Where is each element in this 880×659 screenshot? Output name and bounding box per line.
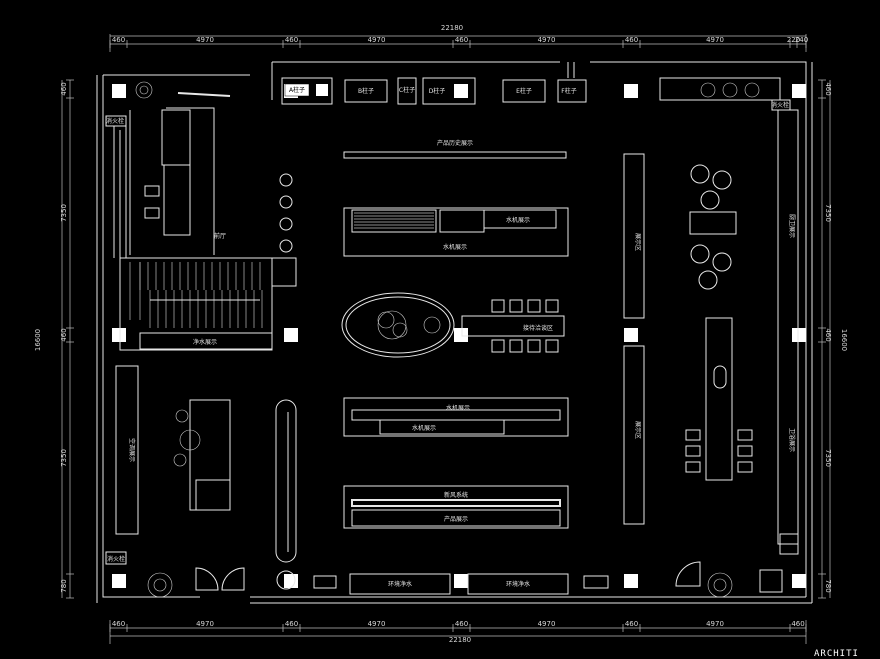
dim-top-seg-4: 460	[455, 36, 468, 44]
dim-bottom-seg-6: 460	[625, 620, 638, 628]
dim-bottom-seg-3: 4970	[368, 620, 386, 628]
dim-top-seg-2: 460	[285, 36, 298, 44]
dim-top-seg-8: 220	[787, 36, 800, 44]
chair-icon	[685, 445, 701, 457]
chair-icon	[685, 461, 701, 473]
bottom-displays: 环境净水 环境净水	[313, 573, 609, 595]
chair-icon	[491, 339, 505, 353]
col-b-label: B柱子	[358, 87, 374, 95]
dim-bottom-seg-4: 460	[455, 620, 468, 628]
history-label: 产品历史展示	[437, 139, 473, 147]
brand-watermark: ARCHITI	[814, 649, 859, 659]
bottom-display-1-label: 环境净水	[388, 580, 412, 588]
chair-icon	[545, 299, 559, 313]
column-labels-row: A柱子 B柱子 C柱子 D柱子 E柱子 F柱子	[281, 77, 587, 105]
product-display-label: 产品展示	[444, 515, 468, 523]
hall-label: 前厅	[214, 232, 226, 240]
col-c-label: C柱子	[399, 86, 415, 94]
plant-icon	[377, 310, 441, 340]
outer-walls	[96, 61, 813, 604]
chair-icon	[527, 339, 541, 353]
water-display-3-label: 水机展示	[446, 404, 470, 412]
fire-hydrant-left-top: 消火栓	[106, 117, 124, 125]
dim-total-height-right: 16600	[840, 329, 848, 351]
dim-top-seg-0: 460	[112, 36, 125, 44]
col-a-label: A柱子	[289, 86, 305, 94]
dim-left-seg-0: 460	[60, 82, 68, 95]
left-lower-area: 空调展示 消火栓	[105, 365, 245, 598]
center-top-exhibits: 产品历史展示 水机展示 水机展示	[343, 139, 569, 257]
dim-bottom-seg-1: 4970	[196, 620, 214, 628]
col-d-label: D柱子	[429, 87, 446, 95]
water-display-1-label: 水机展示	[506, 216, 530, 224]
plant-icon	[173, 409, 201, 467]
right-dimension-line: 16600 460 7350 460 7350 780	[818, 79, 848, 599]
reception-negotiation-area: 接待洽谈区	[341, 292, 565, 358]
dim-total-width-top: 22180	[441, 24, 463, 32]
dim-top-seg-5: 4970	[538, 36, 556, 44]
right-zone: 消火栓 厨卫展示 卫浴展示	[659, 77, 799, 598]
middle-display-1-label: 展示区	[634, 233, 641, 251]
chair-icon	[737, 429, 753, 441]
staircase: 净水展示	[119, 257, 297, 351]
dim-left-seg-3: 7350	[60, 449, 68, 467]
water-display-4-label: 水机展示	[412, 424, 436, 432]
chair-icon	[509, 339, 523, 353]
dim-bottom-seg-8: 460	[791, 620, 804, 628]
center-lower-exhibits: 水机展示 水机展示 新风系统 产品展示	[343, 397, 569, 529]
dim-total-width-bottom: 22180	[449, 636, 471, 644]
purify-display-label: 净水展示	[193, 338, 217, 346]
ac-display-label: 空调展示	[128, 438, 136, 462]
capsule-display	[275, 399, 297, 590]
chair-icon	[509, 299, 523, 313]
chair-icon	[685, 429, 701, 441]
dim-top-seg-3: 4970	[368, 36, 386, 44]
chair-icon	[491, 299, 505, 313]
chair-icon	[737, 461, 753, 473]
dim-top-seg-6: 460	[625, 36, 638, 44]
plant-icon	[700, 82, 760, 98]
water-display-2-label: 水机展示	[443, 243, 467, 251]
plant-icon	[147, 572, 173, 598]
dim-right-seg-0: 460	[824, 82, 832, 95]
fire-hydrant-right-top: 消火栓	[771, 101, 789, 109]
fresh-air-label: 新风系统	[444, 491, 468, 499]
dim-bottom-seg-0: 460	[112, 620, 125, 628]
dim-right-seg-3: 7350	[824, 449, 832, 467]
dim-bottom-seg-5: 4970	[538, 620, 556, 628]
chair-icon	[737, 445, 753, 457]
plant-icon	[135, 81, 153, 99]
middle-display-walls: 展示区 展示区	[623, 153, 645, 525]
bottom-display-2-label: 环境净水	[506, 580, 530, 588]
entrance-hall: 消火栓 前厅	[105, 81, 293, 258]
chair-icon	[527, 299, 541, 313]
left-dimension-line: 16600 460 7350 460 7350 780	[34, 79, 74, 599]
bottom-dimension-line: 22180 460 4970 460 4970 460 4970 460 4970 460	[109, 620, 807, 644]
dim-top-seg-1: 4970	[196, 36, 214, 44]
dim-right-seg-4: 780	[824, 579, 832, 592]
dim-left-seg-4: 780	[60, 579, 68, 592]
dim-total-height-left: 16600	[34, 329, 42, 351]
col-f-label: F柱子	[561, 87, 576, 95]
plant-icon	[707, 572, 733, 598]
dim-bottom-seg-2: 460	[285, 620, 298, 628]
dim-bottom-seg-7: 4970	[706, 620, 724, 628]
fire-hydrant-left-bottom: 消火栓	[107, 555, 125, 563]
chair-icon	[545, 339, 559, 353]
dim-left-seg-1: 7350	[60, 204, 68, 222]
right-wall-1-label: 厨卫展示	[788, 214, 795, 238]
dim-top-seg-7: 4970	[706, 36, 724, 44]
dim-right-seg-1: 7350	[824, 204, 832, 222]
dim-left-seg-2: 460	[60, 328, 68, 341]
dim-right-seg-2: 460	[824, 328, 832, 341]
middle-display-2-label: 展示区	[634, 421, 641, 439]
structural-columns	[112, 84, 806, 588]
dim-top-seg-9: 240	[795, 36, 808, 44]
col-e-label: E柱子	[516, 87, 532, 95]
right-wall-2-label: 卫浴展示	[788, 428, 796, 452]
negotiation-label: 接待洽谈区	[523, 324, 553, 332]
